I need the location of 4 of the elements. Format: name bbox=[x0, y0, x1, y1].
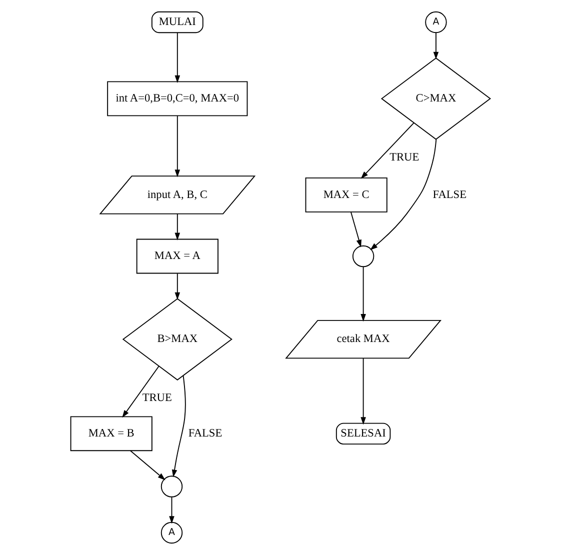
edge-label: TRUE bbox=[390, 152, 420, 164]
edge-label: FALSE bbox=[188, 428, 222, 440]
edge-label: TRUE bbox=[142, 392, 172, 404]
edge-label: FALSE bbox=[432, 188, 467, 201]
